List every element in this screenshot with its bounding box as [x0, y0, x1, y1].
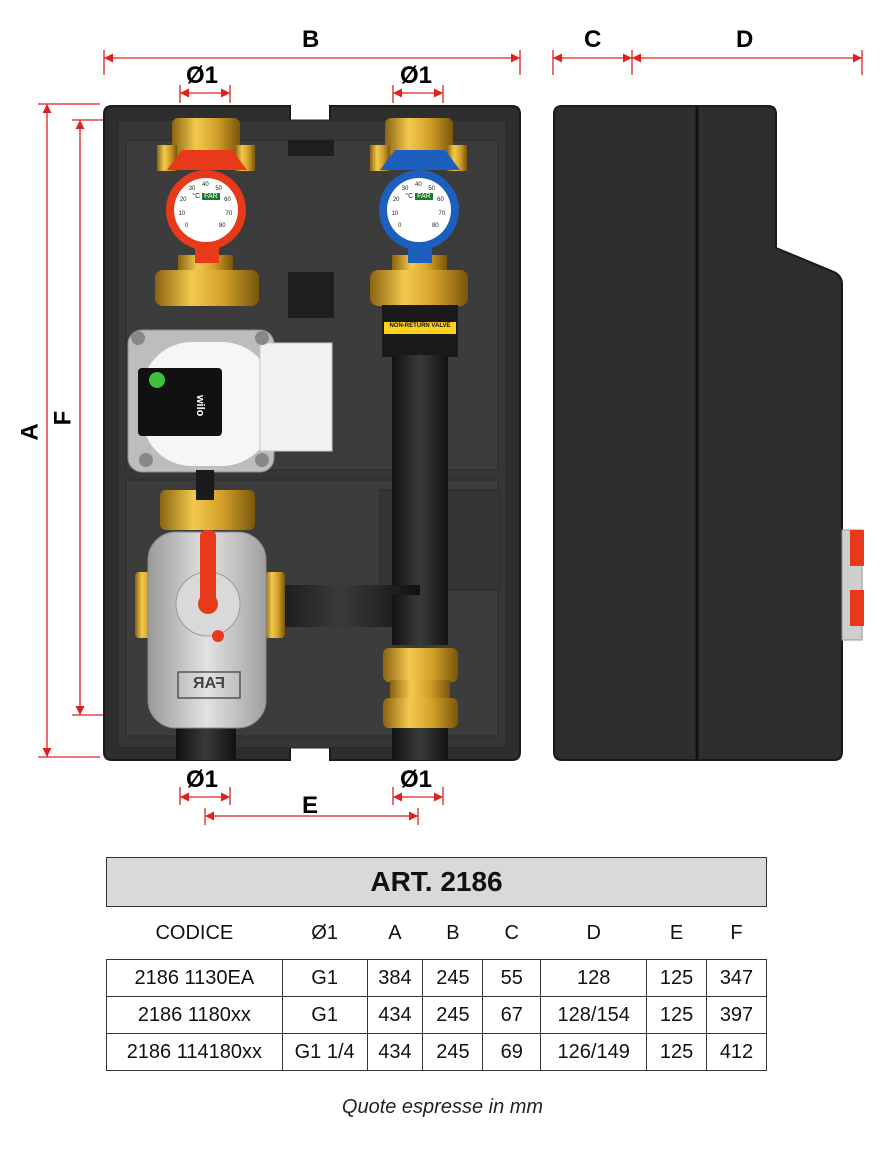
cell: 412 — [706, 1033, 767, 1071]
dim-label-a: A — [16, 423, 44, 441]
spec-table-grid: CODICE Ø1 A B C D E F 2186 1130EA G1 384… — [106, 907, 767, 1071]
cell: 434 — [366, 996, 424, 1034]
cold-thermometer-tick-label: 10 — [391, 210, 399, 217]
header-diameter: Ø1 — [311, 921, 338, 944]
insulation-shell-side — [553, 105, 864, 761]
table-row: 2186 114180xx G1 1/4 434 245 69 126/149 … — [106, 1033, 767, 1071]
hot-thermometer-tick-label: 80 — [218, 222, 226, 229]
spec-table: ART. 2186 CODICE Ø1 A B C D E F 2186 113… — [106, 857, 767, 1071]
cold-thermometer-tick-label: 80 — [431, 222, 439, 229]
cell: 128 — [540, 959, 648, 997]
cell: 67 — [482, 996, 542, 1034]
mixing-valve-brand: FAR — [193, 675, 225, 692]
header-d: D — [586, 921, 601, 944]
cell: 245 — [422, 1033, 484, 1071]
hot-thermometer-tick-label: 40 — [202, 182, 209, 188]
cell: 397 — [706, 996, 767, 1034]
header-a: A — [388, 921, 402, 944]
cell: 2186 1180xx — [106, 996, 283, 1034]
dim-label-diam-bottom-right: Ø1 — [400, 766, 433, 793]
cell: G1 — [281, 959, 368, 997]
cold-thermometer-tick-label: 50 — [428, 186, 436, 193]
cell: 125 — [646, 959, 708, 997]
cold-thermometer-tick-label: 40 — [415, 182, 422, 188]
cold-thermometer — [379, 150, 460, 263]
table-header-row: CODICE Ø1 A B C D E F — [107, 907, 767, 960]
header-e: E — [669, 921, 684, 944]
hot-thermometer-tick-label: 0 — [185, 222, 189, 229]
header-b: B — [446, 921, 460, 944]
table-title: ART. 2186 — [106, 857, 767, 907]
dim-label-diam-top-left: Ø1 — [186, 62, 219, 89]
cell: 55 — [482, 959, 542, 997]
cell: 245 — [422, 959, 484, 997]
dim-label-f: F — [49, 410, 77, 426]
hot-thermometer-tick-label: 10 — [178, 210, 186, 217]
dim-label-d: D — [736, 26, 754, 53]
cell: G1 1/4 — [281, 1033, 368, 1071]
cold-thermometer-tick-label: 60 — [437, 196, 444, 203]
cell: 125 — [646, 1033, 708, 1071]
header-c: C — [504, 921, 519, 944]
cell: 2186 1130EA — [106, 959, 283, 997]
cell: G1 — [281, 996, 368, 1034]
cell: 347 — [706, 959, 767, 997]
cell: 125 — [646, 996, 708, 1034]
cell: 128/154 — [540, 996, 648, 1034]
cold-thermometer-tick-label: 70 — [438, 210, 446, 217]
non-return-valve-label: NON-RETURN VALVE — [389, 323, 451, 329]
cell: 126/149 — [540, 1033, 648, 1071]
table-row: 2186 1180xx G1 434 245 67 128/154 125 39… — [106, 996, 767, 1034]
cold-thermo-brand: FAR — [415, 193, 433, 200]
cell: 2186 114180xx — [106, 1033, 283, 1071]
cold-thermo-unit: °C — [405, 193, 414, 200]
hot-thermometer — [166, 150, 247, 263]
hot-thermometer-scale: °C FAR — [180, 192, 232, 201]
hot-thermometer-tick-label: 30 — [188, 186, 196, 193]
hot-thermometer-tick-label: 20 — [179, 196, 187, 203]
hot-thermometer-tick-label: 60 — [224, 196, 231, 203]
dim-label-diam-top-right: Ø1 — [400, 62, 433, 89]
dim-label-b: B — [302, 26, 320, 53]
dim-label-e: E — [302, 792, 319, 819]
header-f: F — [730, 921, 743, 944]
footnote: Quote espresse in mm — [341, 1096, 544, 1118]
dim-label-c: C — [584, 26, 602, 53]
circulator-pump — [127, 329, 333, 500]
drawing — [38, 50, 864, 825]
pump-brand: wilo — [194, 395, 206, 417]
dimension-lines — [38, 50, 863, 825]
hot-thermometer-tick-label: 70 — [225, 210, 233, 217]
cell: 434 — [366, 1033, 424, 1071]
cold-thermometer-scale: °C FAR — [393, 192, 445, 201]
table-row: 2186 1130EA G1 384 245 55 128 125 347 — [106, 959, 767, 997]
cell: 384 — [366, 959, 424, 997]
cell: 245 — [422, 996, 484, 1034]
hot-thermo-unit: °C — [192, 193, 201, 200]
hot-thermometer-tick-label: 50 — [215, 186, 223, 193]
cold-thermometer-tick-label: 20 — [392, 196, 400, 203]
cell: 69 — [482, 1033, 542, 1071]
cold-thermometer-tick-label: 30 — [401, 186, 409, 193]
mixing-valve — [147, 530, 267, 729]
dim-label-diam-bottom-left: Ø1 — [186, 766, 219, 793]
cold-thermometer-tick-label: 0 — [398, 222, 402, 229]
return-line — [260, 118, 468, 760]
header-codice: CODICE — [155, 921, 234, 944]
hot-thermo-brand: FAR — [202, 193, 220, 200]
